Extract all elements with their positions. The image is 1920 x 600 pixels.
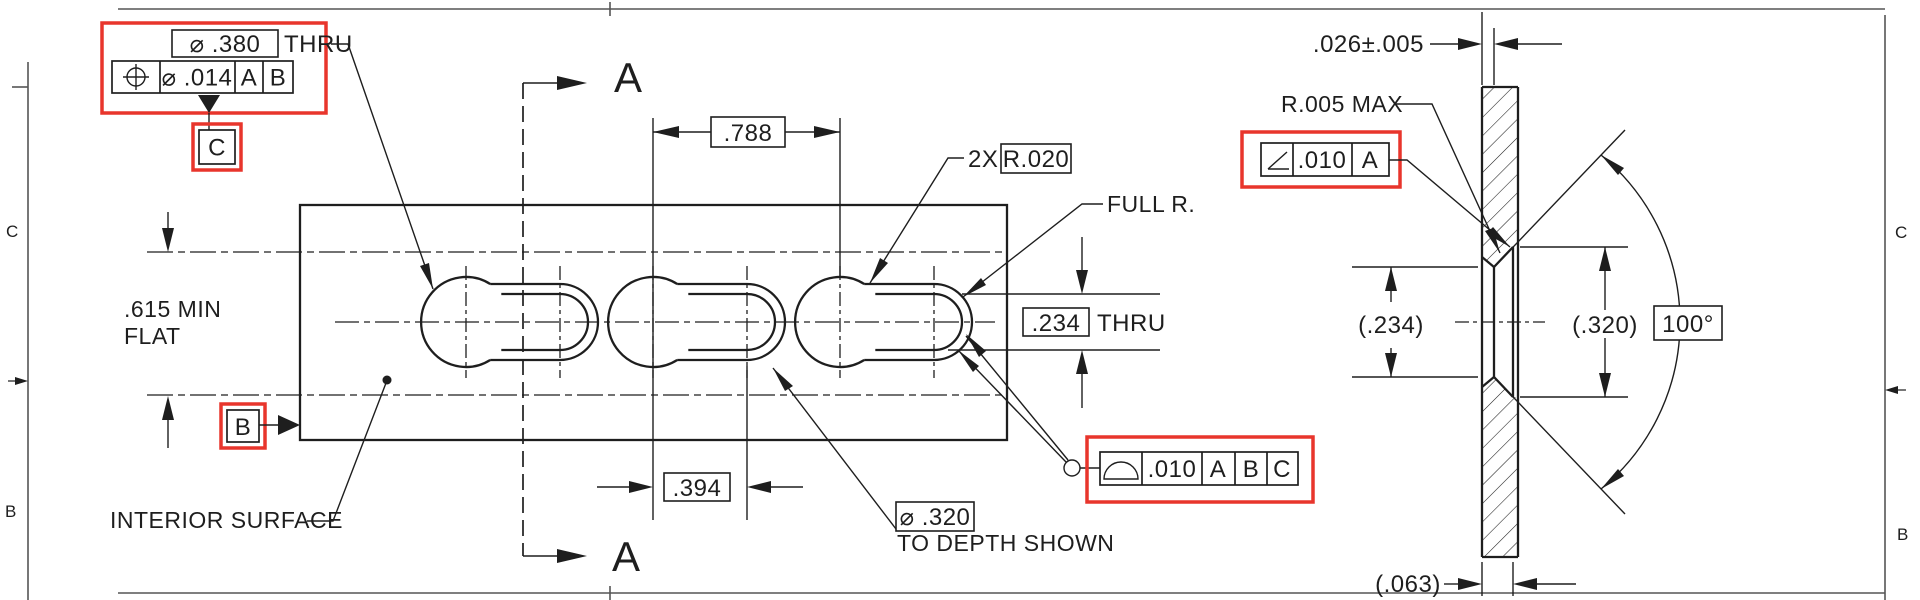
section-label-top: A <box>614 54 643 101</box>
max-radius-callout: R.005 MAX <box>1281 91 1501 254</box>
datum-b-flag: B <box>219 402 300 450</box>
zone-marker-right-icon <box>1885 386 1906 394</box>
dim-615-label-line2: FLAT <box>124 323 181 349</box>
datum-b-triangle-icon <box>278 415 300 435</box>
dim-394-label: .394 <box>673 475 722 502</box>
ref-234-label: (.234) <box>1358 312 1424 339</box>
csk-angle-label: 100° <box>1662 311 1714 338</box>
dim-394: .394 <box>597 366 803 520</box>
corner-radius-callout: 2X R.020 <box>869 143 1072 284</box>
zone-letter-right-b: B <box>1897 525 1909 544</box>
profile-datum2-label: B <box>1243 456 1260 483</box>
keyhole-slot-1 <box>420 275 600 369</box>
dim-234-suffix: THRU <box>1097 310 1166 337</box>
position-datum2-label: B <box>270 65 287 92</box>
zone-letter-left-b: B <box>5 502 17 521</box>
dim-234-thru: .234 THRU <box>948 237 1166 408</box>
dim-788: .788 <box>652 116 841 520</box>
full-radius-callout: FULL R. <box>962 191 1195 298</box>
dim-615-label-line1: .615 MIN <box>124 296 221 322</box>
dim-788-label: .788 <box>724 120 773 147</box>
position-symbol-icon <box>123 64 149 90</box>
position-datum1-label: A <box>241 65 258 92</box>
profile-tolerance-label: .010 <box>1148 456 1197 483</box>
cbore-size-label: ⌀ .320 <box>900 504 971 531</box>
ref-320: (.320) <box>1520 246 1642 398</box>
dim-026-label: .026±.005 <box>1313 31 1424 58</box>
datum-c-triangle-icon <box>198 95 220 113</box>
ref-234: (.234) <box>1352 266 1478 378</box>
max-radius-label: R.005 MAX <box>1281 91 1403 117</box>
dim-234-label: .234 <box>1032 310 1081 337</box>
angularity-datum-label: A <box>1362 147 1379 174</box>
zone-letter-right-c: C <box>1895 223 1908 242</box>
zone-marker-left-icon <box>8 377 28 385</box>
ref-320-label: (.320) <box>1572 312 1638 339</box>
datum-b-label: B <box>235 414 252 441</box>
profile-of-surface-symbol-icon <box>1103 461 1139 480</box>
corner-radius-qty: 2X <box>968 146 998 173</box>
keyhole-slot-3 <box>794 275 974 369</box>
main-view: A A .788 .394 <box>100 21 1315 580</box>
section-label-bottom: A <box>612 533 641 580</box>
section-line-a-a: A A <box>522 54 643 580</box>
cbore-note-label: TO DEPTH SHOWN <box>897 530 1114 556</box>
hole-size-label: ⌀ .380 <box>190 31 261 58</box>
angularity-tolerance-label: .010 <box>1298 147 1347 174</box>
profile-datum3-label: C <box>1273 456 1291 483</box>
hole-position-callout: ⌀ .380 THRU ⌀ .014 A B C <box>100 21 434 290</box>
position-tolerance-label: ⌀ .014 <box>162 65 233 92</box>
datum-c-label: C <box>208 135 226 162</box>
corner-radius-label: R.020 <box>1003 146 1070 173</box>
sheet-border: C B C B <box>5 2 1909 600</box>
angularity-frame: .010 A <box>1240 130 1511 248</box>
all-around-circle-icon <box>1063 459 1081 477</box>
keyhole-slot-2 <box>607 275 787 369</box>
profile-datum1-label: A <box>1210 456 1227 483</box>
interior-surface-callout: INTERIOR SURFACE <box>110 375 392 533</box>
section-arrow-bottom-icon <box>557 549 587 563</box>
zone-letter-left-c: C <box>6 222 19 241</box>
dim-615-min-flat: .615 MIN FLAT <box>124 212 221 448</box>
angularity-symbol-icon <box>1267 151 1289 170</box>
side-view: .026±.005 R.005 MAX .010 A <box>1240 12 1723 598</box>
section-arrow-top-icon <box>557 76 587 90</box>
leader-dot-icon <box>382 375 392 385</box>
full-radius-label: FULL R. <box>1107 191 1195 217</box>
ref-063-label: (.063) <box>1375 571 1441 598</box>
section-hatch <box>1482 87 1518 557</box>
cbore-callout: ⌀ .320 TO DEPTH SHOWN <box>772 367 1114 556</box>
ref-063: (.063) <box>1375 562 1576 598</box>
profile-frame: .010 A B C <box>957 334 1315 504</box>
dim-026: .026±.005 <box>1313 12 1562 85</box>
csk-angle-100: 100° <box>1493 129 1723 515</box>
interior-surface-label: INTERIOR SURFACE <box>110 507 343 533</box>
